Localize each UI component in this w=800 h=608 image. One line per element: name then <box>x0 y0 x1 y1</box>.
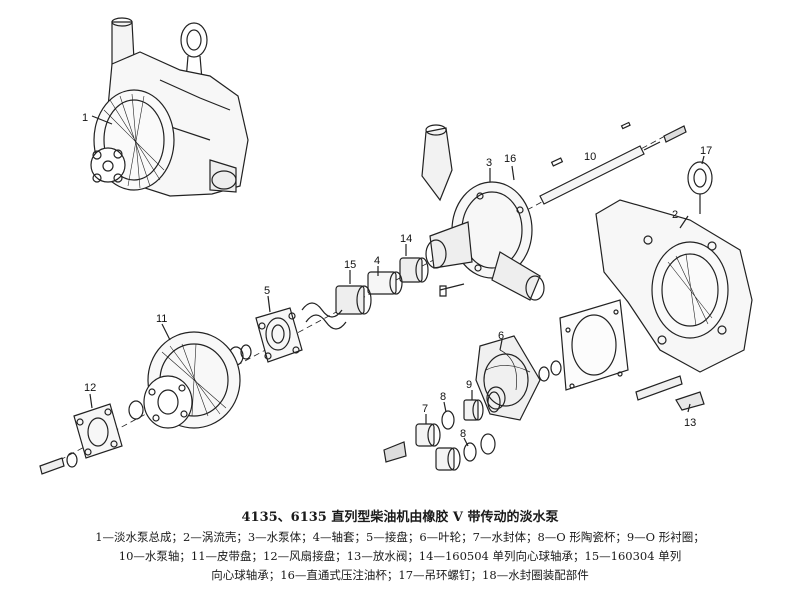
callout-16: 16 <box>504 153 516 165</box>
exploded-view-diagram: 1 2 3 4 5 6 7 8 8 9 10 11 12 13 14 15 16… <box>39 17 753 475</box>
callout-15: 15 <box>344 259 356 271</box>
belt-pulley-drawing <box>143 331 241 429</box>
drain-valve-drawing <box>635 375 705 411</box>
callout-4: 4 <box>374 255 380 267</box>
callout-8-lower: 8 <box>460 428 466 440</box>
callout-17: 17 <box>700 145 712 157</box>
callout-5: 5 <box>264 285 270 297</box>
pump-body-drawing <box>421 124 545 301</box>
impeller-drawing <box>475 335 541 421</box>
callout-10: 10 <box>584 151 596 163</box>
callout-7: 7 <box>422 403 428 415</box>
figure-caption-title: 4135、6135 直列型柴油机由橡胶 V 带传动的淡水泵 <box>241 510 559 525</box>
callout-6: 6 <box>498 330 504 342</box>
legend-line-3: 向心球轴承；16—直通式压注油杯；17—吊环螺钉；18—水封圈装配部件 <box>211 568 589 582</box>
callout-1: 1 <box>82 112 88 124</box>
callout-11: 11 <box>156 313 167 325</box>
callout-14: 14 <box>400 233 412 245</box>
seal-parts-drawing <box>383 391 501 471</box>
pump-shaft-drawing <box>539 121 687 205</box>
callout-9: 9 <box>466 379 472 391</box>
callout-13: 13 <box>684 417 696 429</box>
volute-casing-drawing <box>595 161 753 373</box>
legend-line-1: 1—淡水泵总成；2—涡流壳；3—水泵体；4—轴套；5—接盘；6—叶轮；7—水封体… <box>95 530 705 544</box>
callout-3: 3 <box>486 157 492 169</box>
gasket-drawing <box>559 299 629 391</box>
callout-2: 2 <box>672 209 678 221</box>
bearing-parts-drawing <box>301 257 429 330</box>
fan-flange-drawing <box>73 403 123 459</box>
legend-line-2: 10—水泵轴；11—皮带盘；12—风扇接盘；13—放水阀；14—160504 单… <box>118 549 682 563</box>
pump-assembly-drawing <box>90 17 249 197</box>
callout-12: 12 <box>84 382 96 394</box>
flange-drawing <box>228 307 303 366</box>
callout-8-upper: 8 <box>440 391 446 403</box>
